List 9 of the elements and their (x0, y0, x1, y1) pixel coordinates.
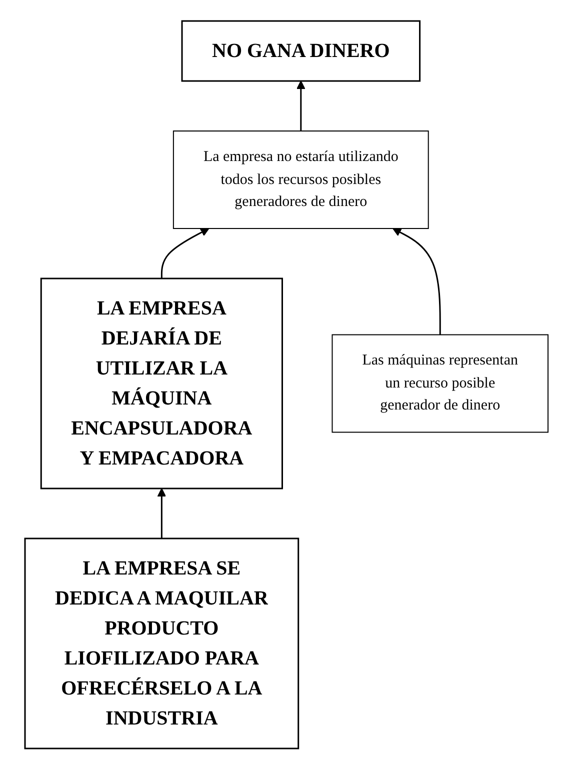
node-box: La empresa no estaría utilizando todos los recursos posibles generadores de dinero (173, 130, 430, 229)
node-box: LA EMPRESA DEJARÍA DE UTILIZAR LA MÁQUINA ENCAPSULADORA Y EMPACADORA (40, 278, 284, 489)
arrow (296, 80, 306, 131)
node-box: LA EMPRESA SE DEDICA A MAQUILAR PRODUCTO LIOFILIZADO PARA OFRECÉRSELO A LA INDUSTRIA (24, 538, 300, 749)
node-box: Las máquinas representan un recurso posible generador de dinero (332, 334, 549, 432)
arrow (161, 228, 210, 278)
arrow (393, 228, 442, 334)
arrow (158, 488, 167, 538)
node-box: NO GANA DINERO (182, 20, 422, 82)
